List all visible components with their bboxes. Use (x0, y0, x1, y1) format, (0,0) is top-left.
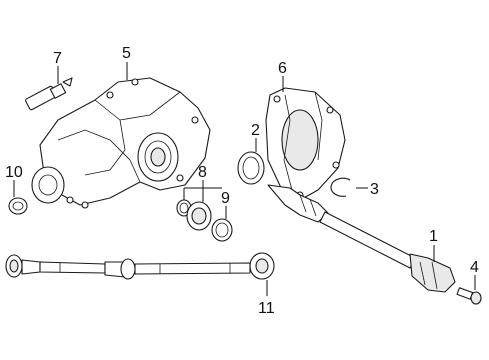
leader-lines (13, 62, 476, 296)
seal-9-part (211, 218, 233, 242)
differential-housing-part (31, 77, 211, 209)
callout-1: 1 (429, 228, 438, 245)
leader-8 (183, 180, 222, 202)
gasket-2-part (237, 151, 265, 185)
callout-10: 10 (5, 164, 23, 181)
callout-6: 6 (278, 60, 287, 77)
seal-10-part (8, 197, 28, 215)
drive-shaft-part (5, 252, 275, 280)
bolt-4-part (456, 287, 482, 305)
axle-shaft-part (267, 184, 456, 293)
sealant-tube-part (25, 77, 73, 111)
callout-9: 9 (221, 190, 230, 207)
callout-3: 3 (370, 181, 379, 198)
differential-cover-part (265, 87, 346, 201)
callout-7: 7 (53, 50, 62, 67)
callout-2: 2 (251, 122, 260, 139)
callout-5: 5 (122, 45, 131, 62)
bearing-8-part (186, 201, 212, 231)
callout-11: 11 (258, 300, 275, 317)
callout-4: 4 (470, 259, 479, 276)
callout-8: 8 (198, 164, 207, 181)
snap-ring-3-part (330, 177, 351, 197)
